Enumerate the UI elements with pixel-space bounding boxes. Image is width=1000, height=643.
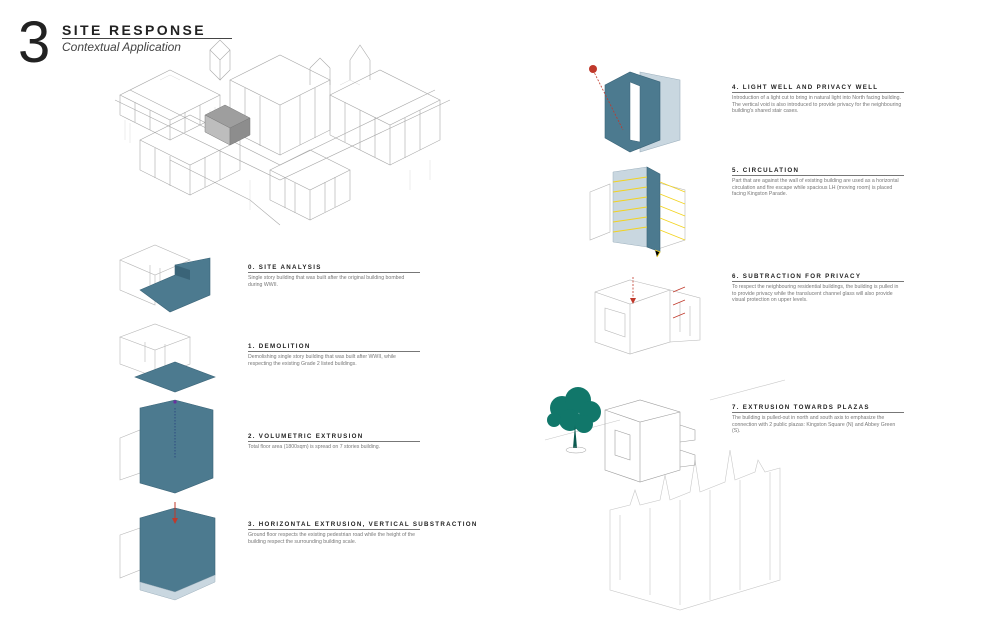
step-7-title: 7. EXTRUSION TOWARDS PLAZAS xyxy=(732,404,870,411)
step-3-diagram xyxy=(119,502,216,601)
title-divider xyxy=(62,38,232,39)
step-7-desc: The building is pulled-out in north and … xyxy=(732,415,896,435)
section-number: 3 xyxy=(18,10,51,75)
step-2-diagram xyxy=(119,399,214,494)
step-3-title: 3. HORIZONTAL EXTRUSION, VERTICAL SUBSTR… xyxy=(248,521,478,528)
step-0-diagram xyxy=(119,244,211,313)
step-5-rule xyxy=(732,175,904,176)
step-5-title: 5. CIRCULATION xyxy=(732,167,800,174)
step-1-title: 1. DEMOLITION xyxy=(248,343,311,350)
step-2-desc: Total floor area (1800sqm) is spread on … xyxy=(248,444,381,450)
step-0-rule xyxy=(248,272,420,273)
step-1-diagram xyxy=(119,323,216,393)
section-subtitle: Contextual Application xyxy=(62,40,181,54)
step-1-desc: Demolishing single story building that w… xyxy=(248,354,396,367)
step-6-desc: To respect the neighbouring residential … xyxy=(732,284,899,304)
step-7-rule xyxy=(732,412,904,413)
step-6-title: 6. SUBTRACTION FOR PRIVACY xyxy=(732,273,862,280)
step-4-desc: Introduction of a light cut to bring in … xyxy=(732,95,902,115)
tree-icon xyxy=(547,387,601,454)
step-5-diagram xyxy=(589,166,686,258)
step-3-desc: Ground floor respects the existing pedes… xyxy=(248,532,415,545)
step-7-diagram xyxy=(544,379,786,611)
step-2-title: 2. VOLUMETRIC EXTRUSION xyxy=(248,433,364,440)
step-3-rule xyxy=(248,529,420,530)
step-4-rule xyxy=(732,92,904,93)
step-2-rule xyxy=(248,441,420,442)
step-6-diagram xyxy=(594,277,701,355)
step-1-rule xyxy=(248,351,420,352)
step-5-desc: Part that are against the wall of existi… xyxy=(732,178,899,198)
step-0-title: 0. SITE ANALYSIS xyxy=(248,264,322,271)
step-4-diagram xyxy=(589,65,681,153)
step-0-desc: Single story building that was built aft… xyxy=(248,275,405,288)
step-4-title: 4. LIGHT WELL AND PRIVACY WELL xyxy=(732,84,879,91)
section-title: SITE RESPONSE xyxy=(62,22,207,38)
city-axonometric-drawing xyxy=(114,39,451,226)
step-6-rule xyxy=(732,281,904,282)
